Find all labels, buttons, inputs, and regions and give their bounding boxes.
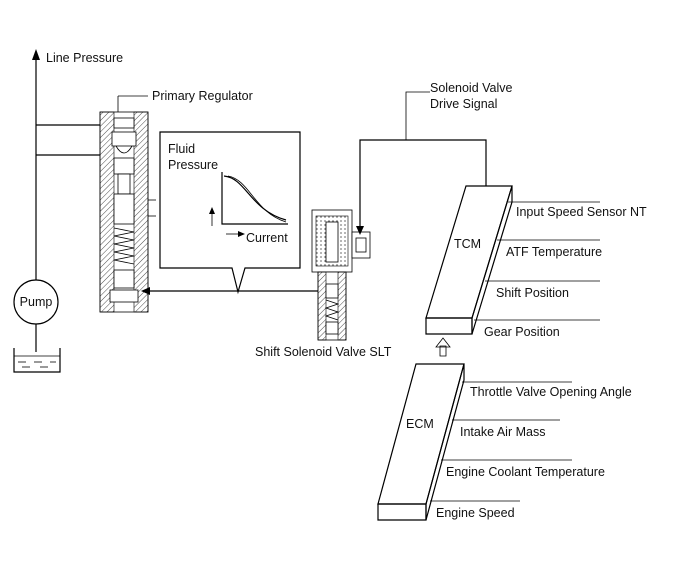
primary-regulator-valve xyxy=(99,95,156,313)
line-pressure-pipe xyxy=(32,49,100,352)
solenoid-drive-signal-line xyxy=(356,91,487,235)
down-arrow-icon xyxy=(356,226,364,235)
fluid-label: Fluid xyxy=(168,142,195,156)
tcm-block xyxy=(425,185,513,335)
tcm-input-3: Shift Position xyxy=(496,286,569,300)
tcm-input-1: Input Speed Sensor NT xyxy=(516,205,647,219)
reservoir-tank xyxy=(13,348,61,373)
signal-line-slt-to-regulator xyxy=(141,287,318,295)
ecm-label: ECM xyxy=(406,417,434,431)
pump-label: Pump xyxy=(20,295,53,309)
line-pressure-label: Line Pressure xyxy=(46,51,123,65)
ecm-input-3: Engine Coolant Temperature xyxy=(446,465,605,479)
tcm-input-lines xyxy=(474,201,600,321)
ecm-input-4: Engine Speed xyxy=(436,506,515,520)
up-arrow-icon xyxy=(32,49,40,60)
pump-symbol xyxy=(13,279,59,325)
ecm-input-1: Throttle Valve Opening Angle xyxy=(470,385,632,399)
left-arrow-icon xyxy=(141,287,150,295)
ecm-to-tcm-arrow-icon xyxy=(435,337,451,357)
current-label: Current xyxy=(246,231,288,245)
right-arrow-icon xyxy=(238,231,245,237)
pressure-label: Pressure xyxy=(168,158,218,172)
drive-signal-label: Drive Signal xyxy=(430,97,497,111)
up-arrow-icon xyxy=(209,207,215,214)
ecm-input-lines xyxy=(430,381,572,502)
ecm-block xyxy=(377,363,465,521)
shift-solenoid-valve-slt xyxy=(311,209,371,341)
fluid-pressure-callout xyxy=(159,131,301,295)
solenoid-valve-label: Solenoid Valve xyxy=(430,81,513,95)
tcm-input-2: ATF Temperature xyxy=(506,245,602,259)
pressure-current-graph xyxy=(209,172,288,237)
shift-solenoid-label: Shift Solenoid Valve SLT xyxy=(255,345,392,359)
tcm-input-4: Gear Position xyxy=(484,325,560,339)
tcm-label: TCM xyxy=(454,237,481,251)
primary-regulator-label: Primary Regulator xyxy=(152,89,253,103)
ecm-input-2: Intake Air Mass xyxy=(460,425,545,439)
